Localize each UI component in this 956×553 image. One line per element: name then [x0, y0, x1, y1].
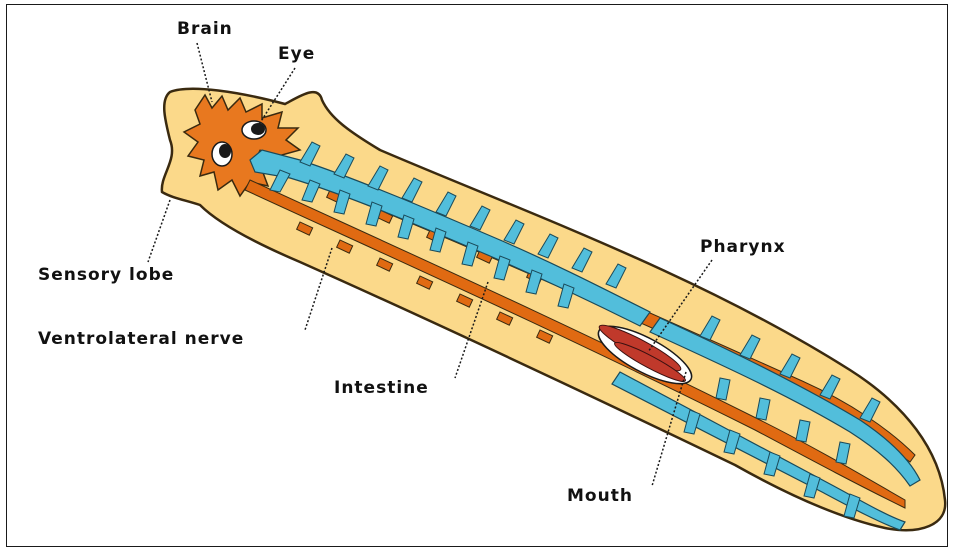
- label-pharynx: Pharynx: [700, 237, 786, 257]
- label-sensory-lobe: Sensory lobe: [38, 265, 174, 285]
- label-brain: Brain: [177, 19, 233, 39]
- label-intestine: Intestine: [334, 378, 429, 398]
- label-mouth: Mouth: [567, 486, 633, 506]
- label-eye: Eye: [278, 44, 315, 64]
- leader-sensory-lobe: [148, 200, 170, 262]
- label-ventrolateral-nerve: Ventrolateral nerve: [38, 329, 244, 349]
